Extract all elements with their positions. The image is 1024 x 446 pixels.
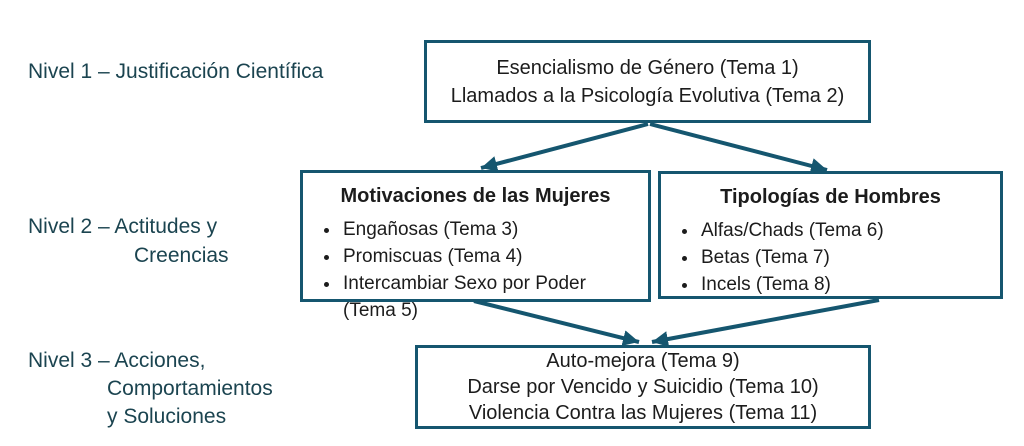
bullet-item: Alfas/Chads (Tema 6) (699, 217, 994, 244)
level2-label-line: Creencias (134, 244, 229, 267)
level2-left-bullet-list: Engañosas (Tema 3) Promiscuas (Tema 4) I… (303, 216, 648, 324)
bullet-item: Incels (Tema 8) (699, 271, 994, 298)
level2-right-box: Tipologías de Hombres Alfas/Chads (Tema … (658, 171, 1003, 299)
level1-box-line: Esencialismo de Género (Tema 1) (496, 56, 799, 79)
arrow-right-to-bottom-icon (651, 298, 880, 347)
level2-right-box-title: Tipologías de Hombres (720, 186, 941, 208)
bullet-item: Engañosas (Tema 3) (341, 216, 642, 243)
level3-box-line: Auto-mejora (Tema 9) (546, 350, 740, 372)
level3-box-line: Violencia Contra las Mujeres (Tema 11) (468, 402, 818, 424)
level1-label: Nivel 1 – Justificación Científica (28, 57, 323, 86)
level2-label: Nivel 2 – Actitudes y Creencias (28, 212, 229, 270)
level3-label-line: Comportamientos (107, 377, 273, 400)
level2-left-box-title: Motivaciones de las Mujeres (340, 185, 611, 207)
arrow-top-to-left-icon (480, 122, 649, 172)
arrow-top-to-right-icon (649, 122, 828, 174)
level2-right-bullet-list: Alfas/Chads (Tema 6) Betas (Tema 7) Ince… (661, 217, 1000, 298)
level3-label-line: Nivel 3 – Acciones, (28, 349, 206, 372)
level1-box-line: Llamados a la Psicología Evolutiva (Tema… (450, 84, 845, 107)
level3-label-line: y Soluciones (107, 405, 227, 428)
bullet-item: Betas (Tema 7) (699, 244, 994, 271)
bullet-item: Promiscuas (Tema 4) (341, 243, 642, 270)
level3-box-line: Darse por Vencido y Suicidio (Tema 10) (467, 376, 819, 398)
level2-label-line: Nivel 2 – Actitudes y (28, 215, 218, 238)
level2-left-box: Motivaciones de las Mujeres Engañosas (T… (300, 170, 651, 321)
level3-box: Auto-mejora (Tema 9) Darse por Vencido y… (415, 345, 871, 429)
level3-label: Nivel 3 – Acciones, Comportamientos y So… (28, 347, 273, 431)
level1-label-line: Nivel 1 – Justificación Científica (28, 60, 324, 83)
level1-box: Esencialismo de Género (Tema 1) Llamados… (424, 40, 871, 123)
bullet-item: Intercambiar Sexo por Poder (Tema 5) (341, 270, 642, 324)
